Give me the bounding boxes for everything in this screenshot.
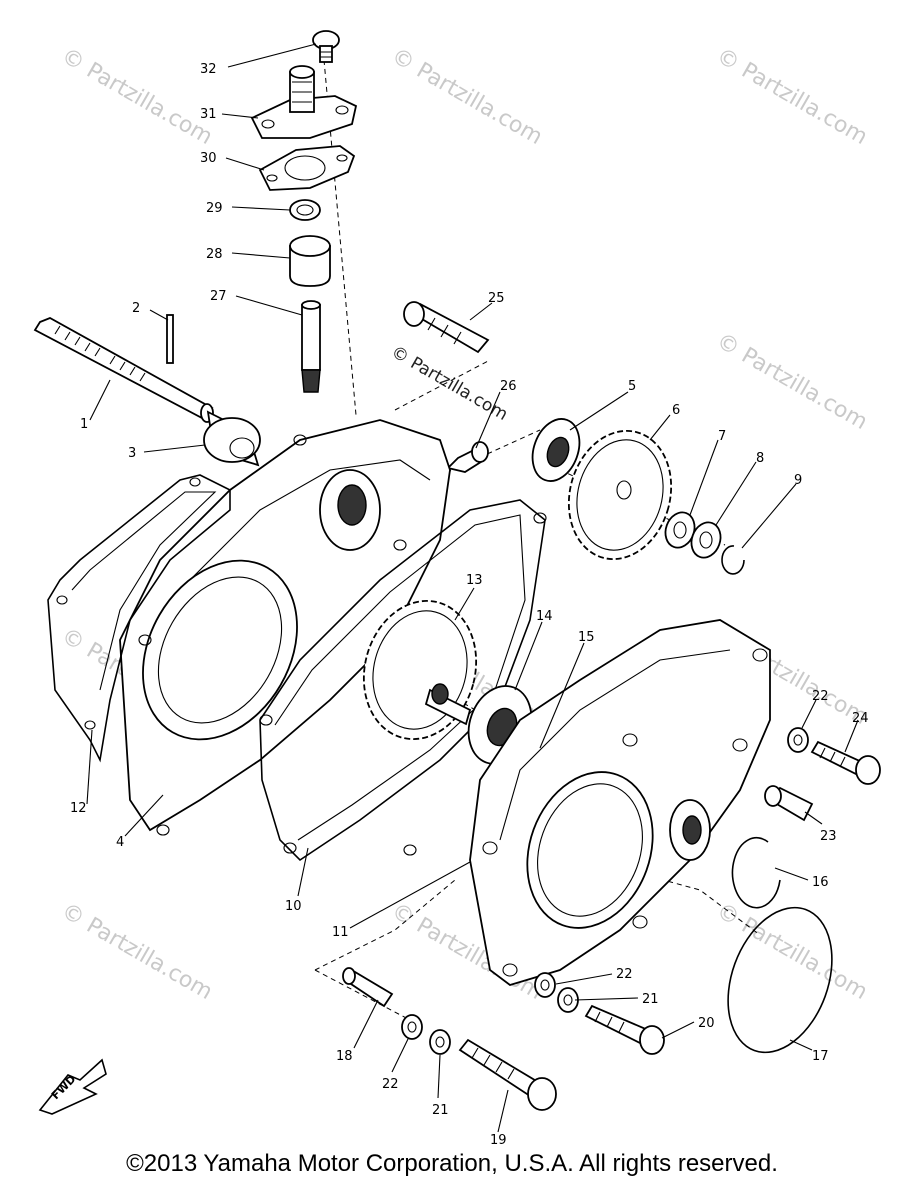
part-24-bolt: [810, 740, 881, 785]
callout-21: 21: [642, 992, 659, 1007]
part-21-washer-left: [429, 1029, 451, 1055]
callout-1: 1: [80, 417, 88, 432]
part-31-flange: [250, 65, 358, 139]
part-19-bolt: [458, 1038, 557, 1111]
part-26-bolt: [446, 441, 489, 473]
callout-6: 6: [672, 403, 680, 418]
part-4-cover: [119, 419, 451, 836]
callout-18: 18: [336, 1049, 353, 1064]
callout-11: 11: [332, 925, 349, 940]
part-29-seal: [289, 199, 321, 221]
parts-diagram: © Partzilla.com © Partzilla.com © Partzi…: [33, 30, 881, 1145]
leader-lines: [86, 43, 859, 1133]
direction-marker: FWD: [38, 1058, 107, 1115]
watermark: © Partzilla.com: [712, 329, 872, 436]
callout-21b: 21: [432, 1103, 449, 1118]
watermark: © Partzilla.com: [712, 44, 872, 151]
copyright-notice: ©2013 Yamaha Motor Corporation, U.S.A. A…: [126, 1150, 778, 1177]
callout-28: 28: [206, 247, 223, 262]
callout-22: 22: [812, 689, 829, 704]
callout-29: 29: [206, 201, 223, 216]
callout-5: 5: [628, 379, 636, 394]
callout-14: 14: [536, 609, 553, 624]
callout-8: 8: [756, 451, 764, 466]
part-8-washer: [690, 521, 722, 559]
part-9-clip: [721, 545, 745, 575]
part-23-collar: [764, 785, 814, 822]
watermarks: © Partzilla.com © Partzilla.com © Partzi…: [57, 44, 872, 1006]
callout-31: 31: [200, 107, 217, 122]
callout-20: 20: [698, 1016, 715, 1031]
part-22-washer-lower: [534, 972, 556, 998]
part-11-housing: [469, 619, 771, 986]
watermark: © Partzilla.com: [57, 899, 217, 1006]
part-3-collar: [203, 410, 261, 467]
part-21-washer-lower: [557, 987, 579, 1013]
part-28-bushing: [289, 235, 331, 287]
callout-2: 2: [132, 301, 140, 316]
callout-24: 24: [852, 711, 869, 726]
callout-12: 12: [70, 801, 87, 816]
callout-22b: 22: [616, 967, 633, 982]
part-1-worm-shaft: [33, 317, 214, 423]
callout-25: 25: [488, 291, 505, 306]
callout-labels: 32 31 30 29 28 27 2 1 3 25 26 5 6 7 8 9 …: [70, 62, 869, 1145]
part-27-shaft: [301, 300, 321, 393]
part-17-oring: [727, 906, 833, 1054]
part-32-screw: [312, 30, 340, 63]
part-22-washer: [787, 727, 809, 753]
callout-19: 19: [490, 1133, 507, 1145]
callout-27: 27: [210, 289, 227, 304]
callout-7: 7: [718, 429, 726, 444]
part-10-gasket: [259, 499, 547, 862]
callout-9: 9: [794, 473, 802, 488]
watermark: © Partzilla.com: [57, 44, 217, 151]
part-30-gasket: [258, 145, 356, 191]
part-6-gear: [567, 429, 673, 561]
part-2-pin: [166, 314, 174, 364]
callout-13: 13: [466, 573, 483, 588]
part-18-dowel: [342, 967, 394, 1008]
callout-17: 17: [812, 1049, 829, 1064]
callout-22c: 22: [382, 1077, 399, 1092]
callout-15: 15: [578, 630, 595, 645]
callout-32: 32: [200, 62, 217, 77]
callout-3: 3: [128, 446, 136, 461]
callout-16: 16: [812, 875, 829, 890]
part-16-circlip: [731, 836, 781, 909]
callout-10: 10: [285, 899, 302, 914]
part-12-gasket: [47, 474, 231, 763]
part-20-bolt: [584, 1004, 665, 1055]
part-13-gear: [362, 600, 478, 740]
callout-23: 23: [820, 829, 837, 844]
watermark: © Partzilla.com: [712, 899, 872, 1006]
part-25-bolt: [403, 301, 490, 354]
watermark: © Partzilla.com: [387, 44, 547, 151]
part-22-washer-left: [401, 1014, 423, 1040]
callout-4: 4: [116, 835, 124, 850]
watermark-center: © Partzilla.com: [388, 342, 512, 425]
part-5-bearing: [531, 418, 581, 482]
callout-30: 30: [200, 151, 217, 166]
callout-26: 26: [500, 379, 517, 394]
